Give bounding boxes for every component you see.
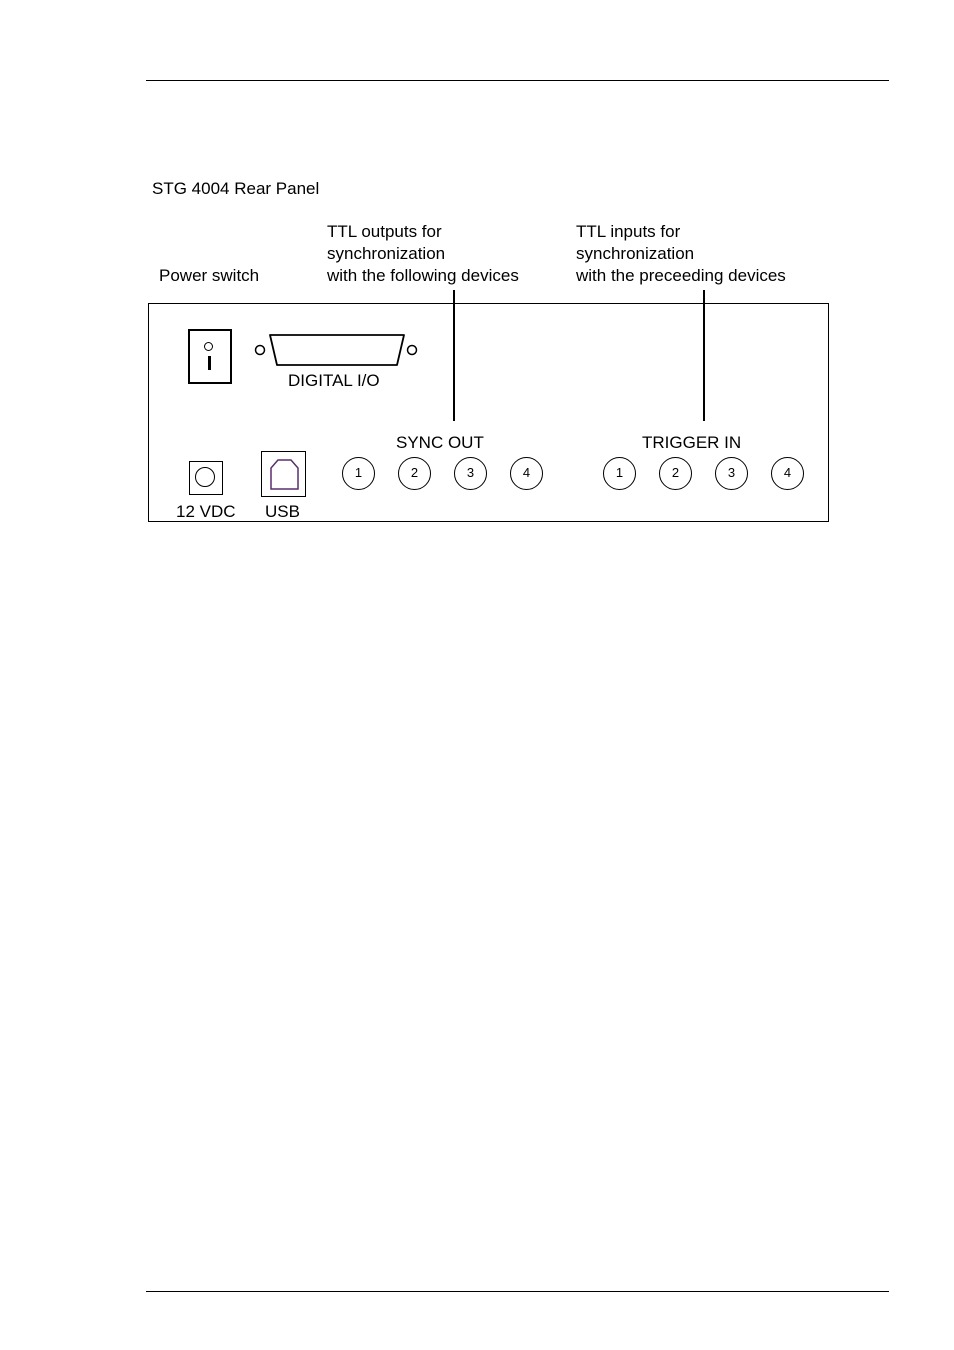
ttl-outputs-line-3: with the following devices xyxy=(327,265,519,287)
power-switch-annotation: Power switch xyxy=(159,265,259,287)
ttl-inputs-annotation: TTL inputs for synchronization with the … xyxy=(576,221,786,287)
ttl-inputs-line-1: TTL inputs for xyxy=(576,221,786,243)
trigger-in-port-1: 1 xyxy=(603,457,636,490)
digital-io-label: DIGITAL I/O xyxy=(288,371,380,391)
digital-io-connector-icon xyxy=(252,330,422,370)
ttl-inputs-line-2: synchronization xyxy=(576,243,786,265)
sync-out-port-2: 2 xyxy=(398,457,431,490)
footer-rule xyxy=(146,1291,889,1292)
ttl-outputs-line-1: TTL outputs for xyxy=(327,221,519,243)
ttl-inputs-line-3: with the preceeding devices xyxy=(576,265,786,287)
sync-out-port-1: 1 xyxy=(342,457,375,490)
power-on-symbol-icon xyxy=(208,356,211,370)
sync-out-port-3: 3 xyxy=(454,457,487,490)
power-jack-ring-icon xyxy=(195,467,215,487)
ttl-outputs-annotation: TTL outputs for synchronization with the… xyxy=(327,221,519,287)
trigger-in-port-4: 4 xyxy=(771,457,804,490)
figure-title: STG 4004 Rear Panel xyxy=(152,179,319,199)
header-rule xyxy=(146,80,889,81)
power-jack xyxy=(189,461,223,495)
trigger-in-port-2: 2 xyxy=(659,457,692,490)
power-switch xyxy=(188,329,232,384)
power-jack-label: 12 VDC xyxy=(176,502,236,522)
sync-out-label: SYNC OUT xyxy=(396,433,484,453)
usb-b-icon xyxy=(262,452,307,498)
trigger-in-port-3: 3 xyxy=(715,457,748,490)
ttl-outputs-line-2: synchronization xyxy=(327,243,519,265)
usb-port xyxy=(261,451,306,497)
sync-out-port-4: 4 xyxy=(510,457,543,490)
power-off-symbol-icon xyxy=(204,342,213,351)
trigger-in-label: TRIGGER IN xyxy=(642,433,741,453)
usb-label: USB xyxy=(265,502,300,522)
